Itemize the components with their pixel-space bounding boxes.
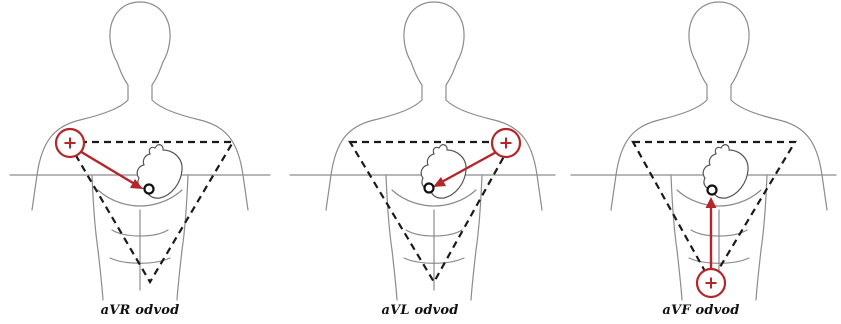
panel-avl: aVL odvod bbox=[280, 0, 560, 324]
torso-outline bbox=[10, 2, 270, 300]
torso-outline bbox=[571, 2, 836, 300]
caption-avl: aVL odvod bbox=[280, 303, 560, 318]
caption-avf: aVF odvod bbox=[561, 303, 841, 318]
panel-avf: aVF odvod bbox=[561, 0, 841, 324]
arrowhead bbox=[706, 197, 717, 208]
torso-figure-avl bbox=[280, 0, 560, 324]
lead-vector-arrow bbox=[78, 150, 138, 186]
panel-avr: aVR odvod bbox=[0, 0, 280, 324]
torso-figure-avr bbox=[0, 0, 280, 324]
torso-figure-avf bbox=[561, 0, 841, 324]
caption-avr: aVR odvod bbox=[0, 303, 280, 318]
heart-center-point bbox=[425, 184, 434, 193]
heart-center-point bbox=[145, 185, 154, 194]
plus-electrode-icon bbox=[56, 129, 84, 157]
plus-electrode-icon bbox=[697, 269, 725, 297]
heart-center-point bbox=[708, 186, 717, 195]
plus-electrode-icon bbox=[492, 129, 520, 157]
